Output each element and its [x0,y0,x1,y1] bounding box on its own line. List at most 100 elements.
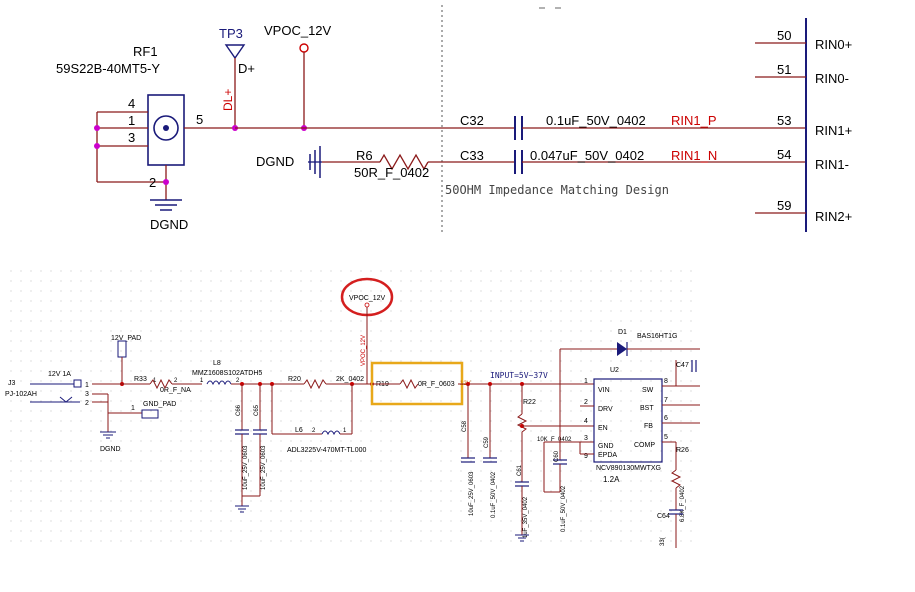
pin-num-51: 51 [777,62,791,77]
c47-ref: C47 [676,362,689,369]
r6-resistor: DGND R6 50R_F_0402 [256,146,515,180]
c33-capacitor: C33 0.047uF_50V_0402 RIN1_N [460,148,806,174]
dgnd-label: DGND [100,446,121,453]
u2-pin-epda: EPDA [598,452,617,459]
resistor-symbol [149,378,173,390]
j3-part: PJ-102AH [5,391,37,398]
c32-ref: C32 [460,113,484,128]
c58-c59-capacitors: C58 C59 10uF_25V_0603 0.1uF_50V_0402 [461,382,497,518]
c61-value: 1uF_35V_0402 [523,496,529,538]
l8-part: MMZ1608S102ATDH5 [192,370,262,377]
l6-inductor: L6 2 1 ADL3225V-470MT-TL000 [271,384,366,454]
u2-pin-vin: VIN [598,387,610,394]
c59-value: 0.1uF_50V_0402 [491,471,497,518]
vpoc-port: VPOC_12V [264,23,332,131]
junction-dot [94,143,100,149]
u2-part: NCV890130MWTXG [596,465,661,472]
vpoc-circled-label: VPOC_12V [349,295,386,302]
rf1-pin-1: 1 [128,113,135,128]
c32-capacitor: C32 0.1uF_50V_0402 RIN1_P [460,113,806,140]
r6-value: 50R_F_0402 [354,165,429,180]
inductor-symbol [206,380,232,386]
resistor-symbol [516,413,528,433]
r26-ref: R26 [676,447,689,454]
pin-num-59: 59 [777,198,791,213]
c33-ref: C33 [460,148,484,163]
r33-ref: R33 [134,376,147,383]
r6-ref: R6 [356,148,373,163]
header-connector: 50 51 53 54 59 RIN0+ RIN0- RIN1+ RIN1- R… [755,18,852,232]
junction-dot [163,179,169,185]
d1-ref: D1 [618,329,627,336]
cut-off-text: 33( [660,537,666,546]
u2-pin-comp: COMP [634,442,655,449]
u2-pin-fb: FB [644,423,653,430]
input-note: INPUT=5V~37V [490,371,548,380]
pin-name-rin2p: RIN2+ [815,209,852,224]
c33-value: 0.047uF_50V_0402 [530,148,644,163]
u2-pin-gnd: GND [598,443,614,450]
u2-pin-drv: DRV [598,406,613,413]
net-rin1-p: RIN1_P [671,113,717,128]
rf1-pin-4: 4 [128,96,135,111]
pin-num-54: 54 [777,147,791,162]
rf1-coax-center [163,125,169,131]
gnd-pad-label: GND_PAD [143,401,176,408]
vpoc-label: VPOC_12V [264,23,332,38]
tp3-testpoint: TP3 D+ DL+ [219,26,255,131]
j3-rating: 12V 1A [48,371,71,378]
top-schematic: RF1 59S22B-40MT5-Y 4 1 3 5 2 [56,5,852,232]
c66-ref: C66 [236,404,242,416]
u2-regulator: U2 1 VIN 2 DRV 4 EN 3 GND 9 EPDA SW 8 BS… [579,360,700,484]
bottom-schematic: J3 PJ-102AH 12V 1A 1 3 2 1 GND_PAD DGND [5,277,700,548]
u2-pin-6-num: 6 [664,415,668,422]
grid-background [10,263,700,548]
resistor-symbol [379,153,429,171]
l8-ref: L8 [213,360,221,367]
dgnd-label-left: DGND [256,154,294,169]
diode-symbol [617,342,627,356]
l6-pin1: 1 [343,428,347,434]
pad-12v: 12V_PAD [111,335,141,386]
rf1-connector: RF1 59S22B-40MT5-Y 4 1 3 5 2 [56,44,235,232]
testpoint-icon [224,44,246,60]
pin-name-rin1n: RIN1- [815,157,849,172]
net-rin1-n: RIN1_N [671,148,717,163]
rf1-pin-3: 3 [128,130,135,145]
u2-pin-5-num: 5 [664,434,668,441]
j3-pin-3: 3 [85,391,89,398]
l6-part: ADL3225V-470MT-TL000 [287,447,366,454]
r33-pin2: 2 [174,378,178,384]
vpoc-highlight: VPOC_12V VPOC_12V [340,277,394,386]
inductor-symbol [321,430,341,436]
r26-c64: R26 6.8K_F_0402 C64 33( [657,442,689,548]
pin-num-50: 50 [777,28,791,43]
j3-ref: J3 [8,380,16,387]
rf1-pin-5: 5 [196,112,203,127]
r19-value: 0R_F_0603 [418,381,455,388]
pin-num-53: 53 [777,113,791,128]
pin-name-rin0n: RIN0- [815,71,849,86]
tp3-ref: TP3 [219,26,243,41]
u2-pin-1-num: 1 [584,378,588,385]
tp3-net: D+ [238,61,255,76]
r22-ref: R22 [523,399,536,406]
u2-pin-7-num: 7 [664,397,668,404]
resistor-symbol [670,469,682,489]
c66-value: 10uF_25V_0603 [243,445,249,490]
c32-value: 0.1uF_50V_0402 [546,113,646,128]
d1-part: BAS16HT1G [637,333,677,340]
c60-value: 0.1uF_50V_0402 [561,485,567,532]
u2-pin-2-num: 2 [584,399,588,406]
dgnd-label-bottom: DGND [150,217,188,232]
ic-body [593,378,663,463]
resistor-symbol [399,378,419,390]
r20-value: 2K_0402 [336,376,364,383]
j3-pin-1: 1 [85,382,89,389]
u2-pin-bst: BST [640,405,654,412]
r19-resistor: R19 0R_F_0603 [370,361,594,406]
gnd-pad [141,409,159,419]
rf1-coax-ring [153,115,179,141]
resistor-symbol [303,378,327,390]
